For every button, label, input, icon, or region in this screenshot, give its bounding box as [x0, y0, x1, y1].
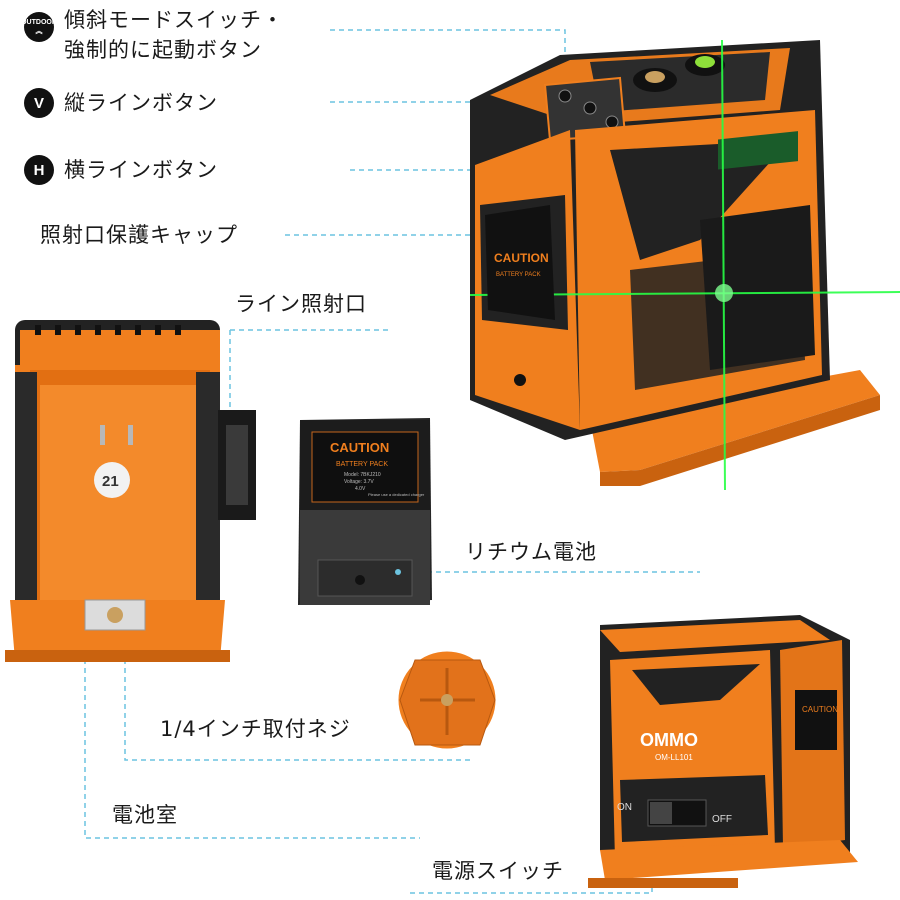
h-line-icon: H — [24, 155, 54, 185]
battery-label: リチウム電池 — [465, 540, 597, 564]
battery-pack: CAUTION BATTERY PACK Model: 7BKJ210 Volt… — [298, 418, 432, 605]
tilt-switch-label-line1: 傾斜モードスイッチ・ — [64, 8, 284, 32]
v-line-icon: V — [24, 88, 54, 118]
side-unit-number: 21 — [102, 473, 119, 490]
rear-brand: OMMO — [640, 730, 698, 750]
h-line-label: 横ラインボタン — [64, 158, 218, 182]
tilt-switch-label-line2: 強制的に起動ボタン — [64, 38, 262, 62]
screw-detail-inset — [395, 648, 499, 752]
main-caution-subtitle: BATTERY PACK — [496, 272, 541, 278]
rear-model: OM-LL101 — [655, 753, 693, 762]
power-switch-label: 電源スイッチ — [432, 859, 564, 883]
switch-off-label: OFF — [712, 814, 732, 825]
leader-screw — [124, 650, 470, 761]
main-caution-text: CAUTION — [494, 251, 549, 265]
battery-voltage: Voltage: 3.7V — [344, 479, 374, 485]
rear-laser-unit: CAUTION OMMO OM-LL101 ON OFF — [588, 615, 858, 888]
battery-model: Model: 7BKJ210 — [344, 472, 381, 478]
battery-capacity: 4.0V — [355, 486, 366, 492]
cap-label: 照射口保護キャップ — [40, 223, 238, 247]
emitter-label: ライン照射口 — [235, 292, 367, 316]
battery-note: Please use a dedicated charger — [368, 492, 425, 497]
tilt-switch-badge-text: OUTDOOR — [21, 19, 57, 26]
tilt-switch-icon: OUTDOOR ︽ — [21, 12, 57, 42]
v-line-label: 縦ラインボタン — [64, 91, 218, 115]
tilt-chevron-icon: ︽ — [35, 28, 43, 35]
battery-title: BATTERY PACK — [336, 461, 388, 468]
rear-caution-text: CAUTION — [802, 705, 838, 714]
side-laser-unit: 21 — [5, 320, 256, 662]
battery-room-label: 電池室 — [112, 803, 178, 827]
switch-on-label: ON — [617, 802, 632, 813]
leader-tilt-switch — [330, 29, 566, 95]
battery-caution: CAUTION — [330, 440, 389, 455]
screw-label: 1/4インチ取付ネジ — [160, 717, 351, 741]
main-laser-unit: CAUTION BATTERY PACK — [469, 39, 900, 491]
leader-h-line — [350, 124, 616, 171]
